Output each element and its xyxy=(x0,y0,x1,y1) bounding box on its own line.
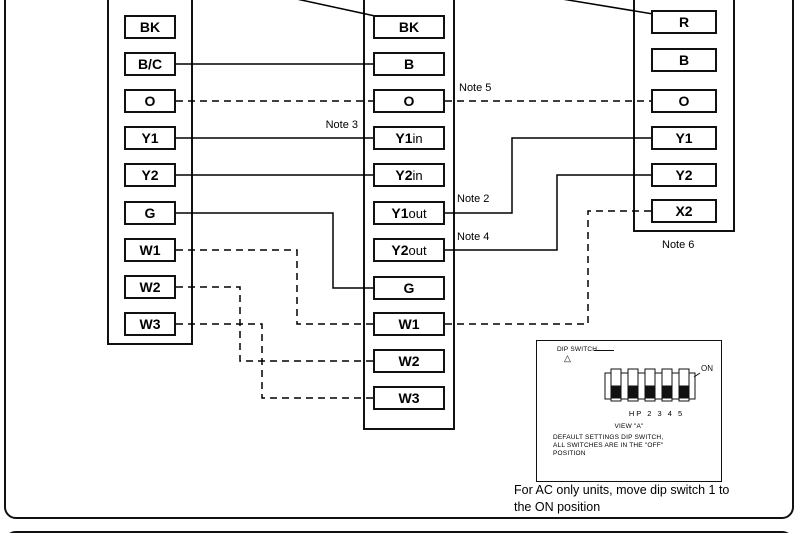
note-4-label: Note 4 xyxy=(457,231,490,243)
terminal-left-y2: Y2 xyxy=(124,163,176,187)
terminal-right-x2: X2 xyxy=(651,199,717,223)
dip-default-line-1: DEFAULT SETTINGS DIP SWITCH, xyxy=(553,434,664,441)
unit-terminal-block xyxy=(633,0,735,232)
terminal-right-b: B xyxy=(651,48,717,72)
terminal-left-w1: W1 xyxy=(124,238,176,262)
terminal-right-y2: Y2 xyxy=(651,163,717,187)
warning-triangle-icon: △ xyxy=(564,353,571,363)
dip-switch-row-labels: HP 2 3 4 5 xyxy=(628,409,685,418)
note-6-label: Note 6 xyxy=(662,239,695,251)
terminal-middle-y2in: Y2in xyxy=(373,163,445,187)
terminal-middle-y2out: Y2out xyxy=(373,238,445,262)
view-a-label: VIEW "A" xyxy=(614,423,644,430)
dip-switch-leader-line xyxy=(594,350,614,351)
terminal-left-w2: W2 xyxy=(124,275,176,299)
ac-only-caption: For AC only units, move dip switch 1 to … xyxy=(514,482,729,516)
on-arrow-icon xyxy=(693,372,701,378)
note-5-label: Note 5 xyxy=(459,82,492,94)
dip-switch-graphic: ON xyxy=(604,364,713,402)
terminal-middle-w1: W1 xyxy=(373,312,445,336)
terminal-left-o: O xyxy=(124,89,176,113)
terminal-middle-y1in: Y1in xyxy=(373,126,445,150)
ac-only-caption-line2: the ON position xyxy=(514,500,601,514)
terminal-middle-o: O xyxy=(373,89,445,113)
dip-switch-detail-box: DIP SWITCH △ ON HP 2 3 4 5 VIEW "A" DEFA… xyxy=(536,340,722,482)
terminal-left-bk: BK xyxy=(124,15,176,39)
terminal-left-bc: B/C xyxy=(124,52,176,76)
terminal-middle-w2: W2 xyxy=(373,349,445,373)
terminal-left-y1: Y1 xyxy=(124,126,176,150)
note-3-label: Note 3 xyxy=(325,119,358,131)
terminal-middle-g: G xyxy=(373,276,445,300)
terminal-middle-b: B xyxy=(373,52,445,76)
note-2-label: Note 2 xyxy=(457,193,490,205)
terminal-middle-bk: BK xyxy=(373,15,445,39)
dip-switch-label: DIP SWITCH xyxy=(557,346,598,353)
diagram-outer-border xyxy=(4,0,794,519)
dip-default-line-3: POSITION xyxy=(553,450,586,457)
dip-switch-on-label: ON xyxy=(701,364,713,373)
dip-default-line-2: ALL SWITCHES ARE IN THE "OFF" xyxy=(553,442,664,449)
terminal-middle-w3: W3 xyxy=(373,386,445,410)
terminal-right-r: R xyxy=(651,10,717,34)
terminal-right-o: O xyxy=(651,89,717,113)
terminal-left-g: G xyxy=(124,201,176,225)
terminal-right-y1: Y1 xyxy=(651,126,717,150)
ac-only-caption-line1: For AC only units, move dip switch 1 to xyxy=(514,483,730,497)
terminal-left-w3: W3 xyxy=(124,312,176,336)
terminal-middle-y1out: Y1out xyxy=(373,201,445,225)
